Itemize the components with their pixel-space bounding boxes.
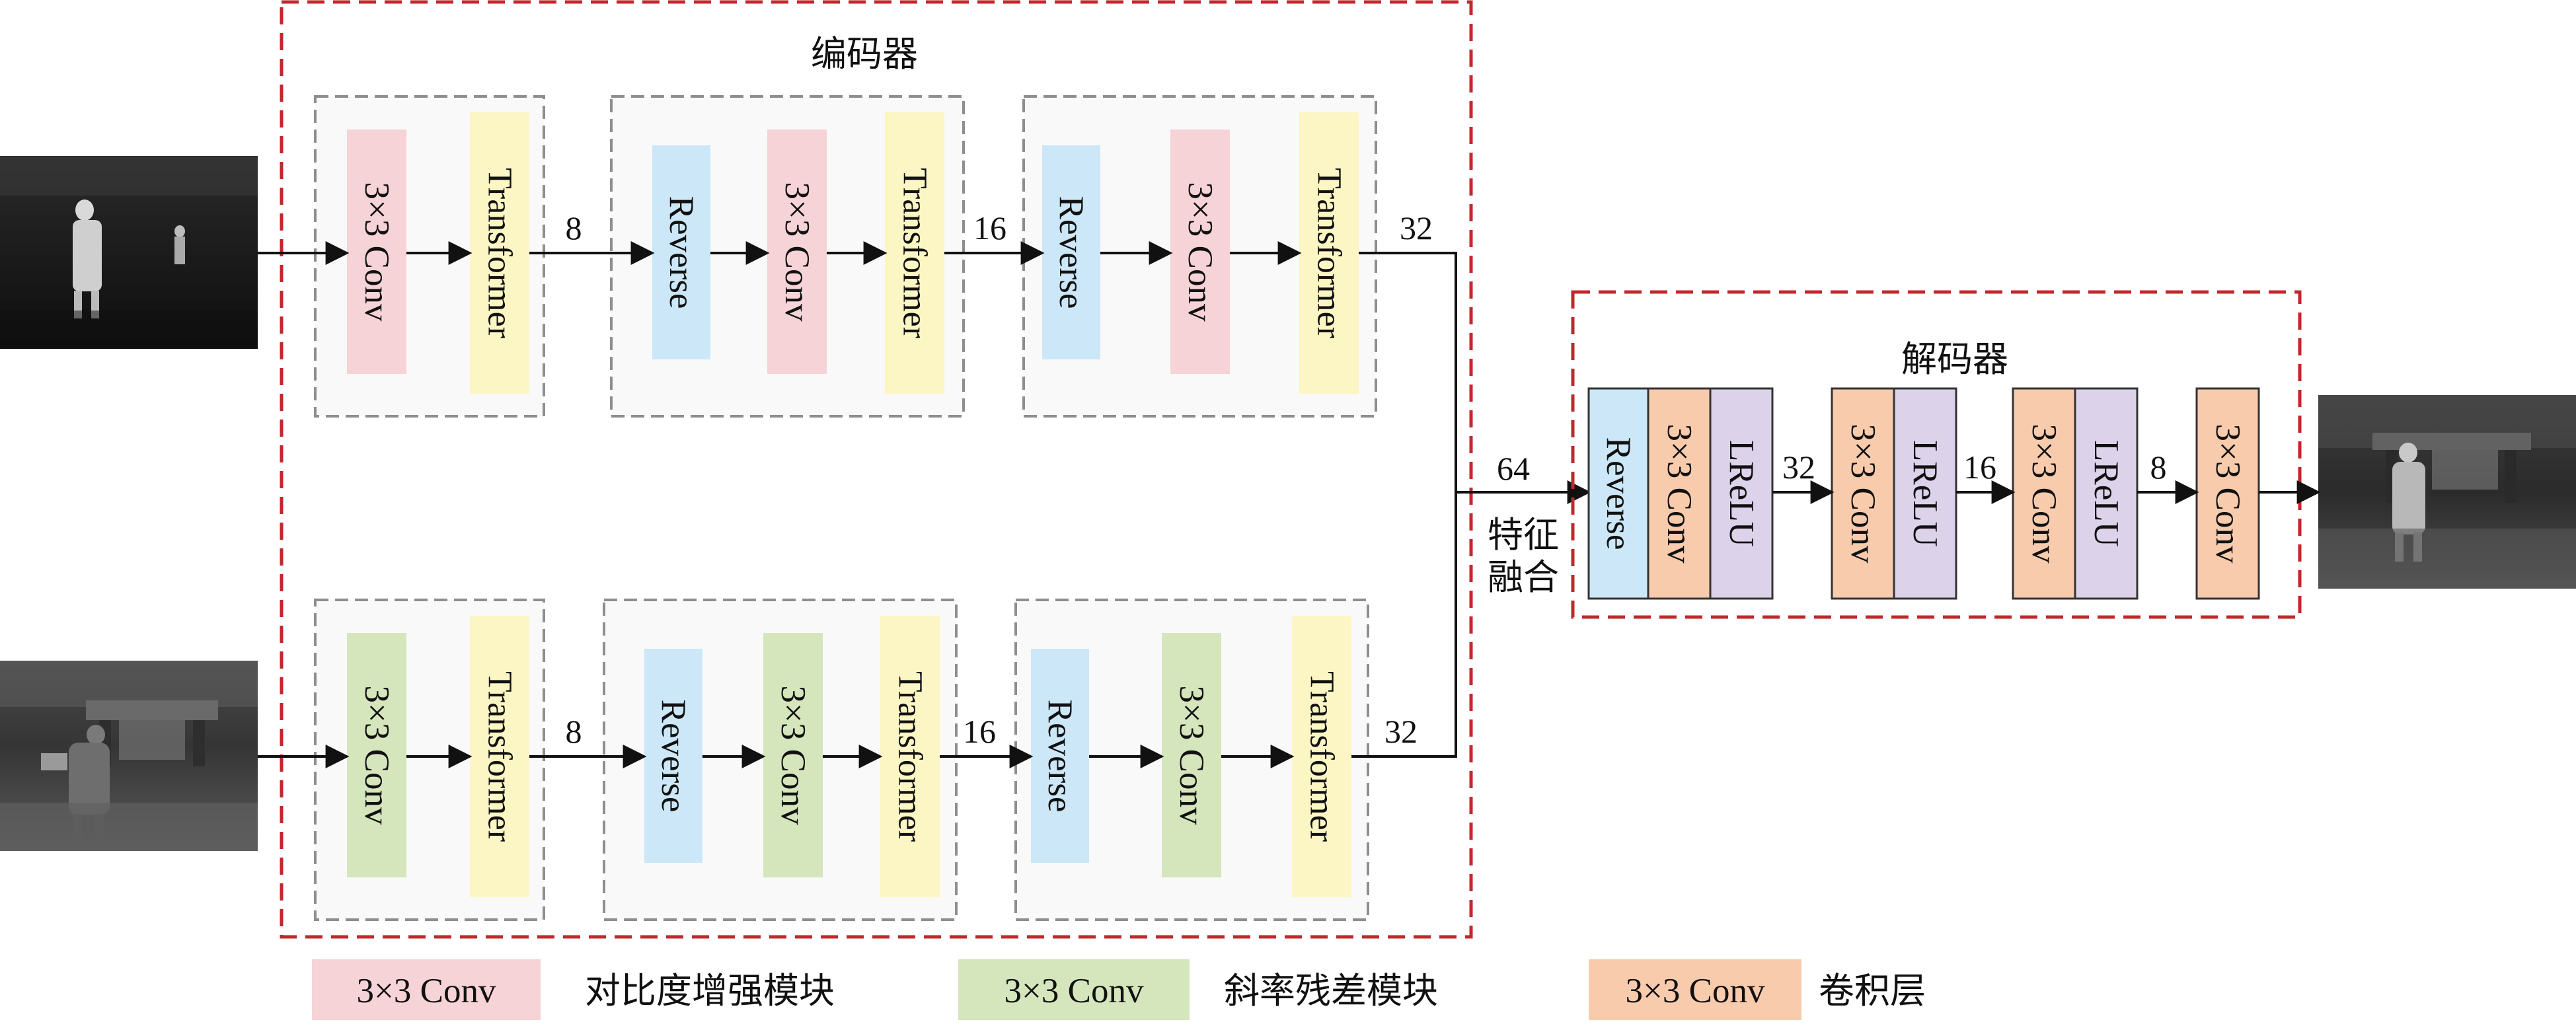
encoder-top-transformer-3: Transformer — [1299, 112, 1359, 394]
encoder-top-conv-1: 3×3 Conv — [347, 129, 406, 374]
encoder-bottom-conv-2: 3×3 Conv — [763, 633, 823, 877]
legend-contrast-enhancement: 3×3 Conv 对比度增强模块 — [312, 959, 835, 1020]
encoder-top-transformer-1: Transformer — [470, 112, 529, 394]
svg-text:3×3 Conv: 3×3 Conv — [1004, 972, 1144, 1010]
svg-text:Reverse: Reverse — [1052, 196, 1090, 309]
encoder-bottom-conv-1: 3×3 Conv — [347, 633, 406, 877]
svg-text:3×3 Conv: 3×3 Conv — [774, 686, 812, 825]
decoder-frame — [1571, 290, 2302, 619]
decoder-conv-4: 3×3 Conv — [2195, 387, 2260, 600]
encoder-top-channel-16: 16 — [973, 209, 1006, 246]
encoder-top-conv-3: 3×3 Conv — [1170, 129, 1230, 374]
svg-text:Transformer: Transformer — [1303, 671, 1341, 842]
svg-text:3×3 Conv: 3×3 Conv — [1626, 972, 1765, 1010]
svg-text:LReLU: LReLU — [1722, 440, 1761, 547]
encoder-top-reverse-3: Reverse — [1042, 145, 1100, 359]
encoder-bottom-reverse-2: Reverse — [644, 649, 702, 863]
svg-text:3×3 Conv: 3×3 Conv — [1844, 424, 1882, 564]
encoder-bottom-transformer-1: Transformer — [470, 616, 529, 897]
svg-text:3×3 Conv: 3×3 Conv — [2025, 424, 2063, 564]
decoder-conv-3: 3×3 Conv — [2012, 387, 2076, 600]
svg-text:Reverse: Reverse — [1041, 700, 1079, 813]
legend-slope-residual: 3×3 Conv 斜率残差模块 — [958, 959, 1438, 1020]
encoder-top-transformer-2: Transformer — [885, 112, 944, 394]
decoder-title: 解码器 — [1901, 340, 2008, 379]
decoder-reverse: Reverse — [1587, 387, 1649, 600]
svg-text:3×3 Conv: 3×3 Conv — [2209, 424, 2247, 564]
decoder-channel-8: 8 — [2150, 449, 2167, 486]
encoder-bottom-channel-16: 16 — [963, 713, 996, 750]
encoder-frame — [280, 0, 1473, 939]
encoder-bottom-reverse-3: Reverse — [1031, 649, 1089, 863]
svg-text:3×3 Conv: 3×3 Conv — [1172, 686, 1211, 825]
svg-text:Transformer: Transformer — [481, 671, 519, 842]
encoder-top-reverse-2: Reverse — [652, 145, 710, 359]
encoder-bottom-channel-8: 8 — [566, 713, 582, 750]
svg-text:Reverse: Reverse — [654, 700, 693, 813]
fusion-channel-64: 64 — [1497, 450, 1530, 487]
svg-text:Transformer: Transformer — [891, 671, 929, 842]
svg-text:3×3 Conv: 3×3 Conv — [778, 182, 816, 322]
visible-input-image — [0, 661, 258, 851]
encoder-title: 编码器 — [811, 34, 918, 74]
svg-text:Transformer: Transformer — [481, 168, 519, 338]
svg-text:Reverse: Reverse — [1599, 437, 1638, 550]
encoder-bottom-arrows — [258, 492, 1457, 768]
legend-conv-layer: 3×3 Conv 卷积层 — [1589, 959, 1926, 1020]
encoder-top-conv-2: 3×3 Conv — [767, 129, 827, 374]
encoder-top-arrows — [258, 241, 1457, 492]
decoder-channel-16: 16 — [1963, 449, 1996, 486]
svg-text:Transformer: Transformer — [1310, 168, 1348, 338]
svg-text:3×3 Conv: 3×3 Conv — [357, 972, 496, 1010]
encoder-bottom-conv-3: 3×3 Conv — [1162, 633, 1221, 877]
svg-text:3×3 Conv: 3×3 Conv — [358, 182, 396, 322]
decoder-lrelu-1: LReLU — [1709, 387, 1774, 600]
encoder-top-channel-8: 8 — [566, 209, 582, 246]
decoder-conv-1: 3×3 Conv — [1647, 387, 1712, 600]
svg-text:LReLU: LReLU — [1906, 440, 1944, 547]
fusion-label-line1: 特征 — [1488, 515, 1559, 555]
svg-text:3×3 Conv: 3×3 Conv — [1181, 182, 1219, 322]
decoder-channel-32: 32 — [1782, 449, 1815, 486]
svg-text:Reverse: Reverse — [662, 196, 701, 309]
infrared-input-image — [0, 156, 258, 349]
decoder-lrelu-2: LReLU — [1893, 387, 1957, 600]
svg-text:3×3 Conv: 3×3 Conv — [358, 686, 396, 825]
svg-text:卷积层: 卷积层 — [1819, 971, 1926, 1011]
svg-text:3×3 Conv: 3×3 Conv — [1660, 424, 1698, 564]
svg-text:LReLU: LReLU — [2087, 440, 2125, 547]
fused-output-image — [2318, 395, 2576, 589]
decoder-conv-2: 3×3 Conv — [1831, 387, 1895, 600]
svg-text:斜率残差模块: 斜率残差模块 — [1224, 971, 1438, 1011]
encoder-top-channel-32: 32 — [1400, 209, 1433, 246]
encoder-bottom-channel-32: 32 — [1384, 713, 1418, 750]
decoder-lrelu-3: LReLU — [2074, 387, 2139, 600]
svg-text:对比度增强模块: 对比度增强模块 — [585, 971, 835, 1011]
fusion-label-line2: 融合 — [1488, 558, 1559, 597]
encoder-bottom-transformer-2: Transformer — [880, 616, 940, 897]
svg-text:Transformer: Transformer — [896, 168, 934, 338]
encoder-bottom-transformer-3: Transformer — [1292, 616, 1351, 897]
